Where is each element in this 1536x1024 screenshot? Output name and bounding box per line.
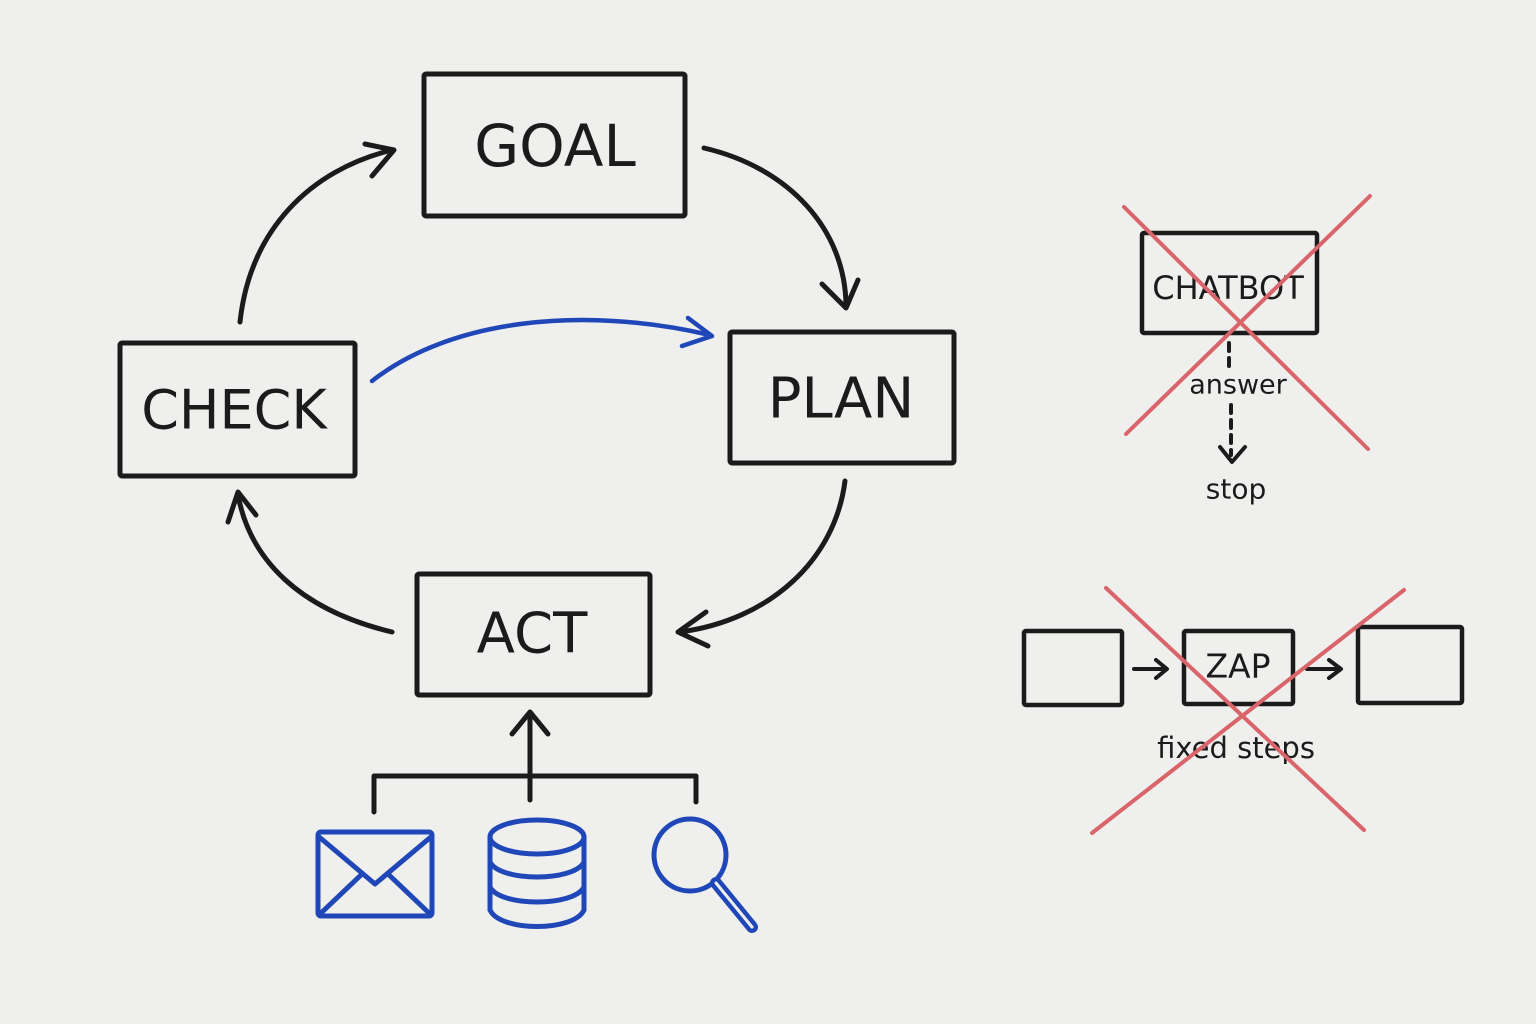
envelope-icon <box>315 829 435 919</box>
goal-label: GOAL <box>474 112 636 180</box>
arrowhead-check-to-goal <box>362 141 397 179</box>
act-box <box>414 571 653 698</box>
chatbot-stop-label: stop <box>1206 473 1266 506</box>
blue-shortcut <box>369 315 715 384</box>
arrow-check-to-plan <box>369 317 713 384</box>
plan-node <box>727 329 957 466</box>
plan-box <box>727 329 957 466</box>
arrowhead-act-to-check <box>225 489 259 525</box>
arrow-check-to-goal <box>237 147 395 325</box>
act-node <box>414 571 653 698</box>
magnifier-icon <box>651 816 758 933</box>
goal-box <box>421 71 688 219</box>
agent-loop <box>117 71 957 698</box>
arrowhead-check-to-plan <box>679 315 715 349</box>
chatbot-cross-mark <box>1122 194 1372 451</box>
chatbot-example: CHATBOT answer stop <box>1122 194 1372 506</box>
arrow-goal-to-plan <box>701 145 849 308</box>
zap-arrow-right <box>1305 658 1343 680</box>
arrow-act-to-check <box>235 492 395 635</box>
zap-box <box>1181 628 1296 707</box>
arrowhead-plan-to-act <box>675 609 711 649</box>
zap-label: ZAP <box>1205 647 1270 686</box>
chatbot-arrowhead <box>1218 445 1247 464</box>
zap-arrow-left <box>1132 658 1169 680</box>
database-icon <box>487 817 587 929</box>
zap-left-box <box>1021 628 1125 708</box>
zap-example: ZAP fixed steps <box>1021 586 1465 835</box>
goal-node <box>421 71 688 219</box>
tool-icons <box>315 816 758 933</box>
plan-label: PLAN <box>768 367 914 432</box>
arrowhead-goal-to-plan <box>819 277 861 311</box>
zap-cross-mark <box>1090 586 1406 835</box>
tool-connector <box>371 709 699 815</box>
chatbot-label: CHATBOT <box>1152 269 1304 307</box>
arrow-plan-to-act <box>677 478 848 635</box>
act-label: ACT <box>477 602 588 667</box>
check-box <box>117 340 358 479</box>
check-node <box>117 340 358 479</box>
zap-right-box <box>1355 624 1465 706</box>
chatbot-answer-label: answer <box>1189 370 1287 401</box>
check-label: CHECK <box>141 379 328 442</box>
